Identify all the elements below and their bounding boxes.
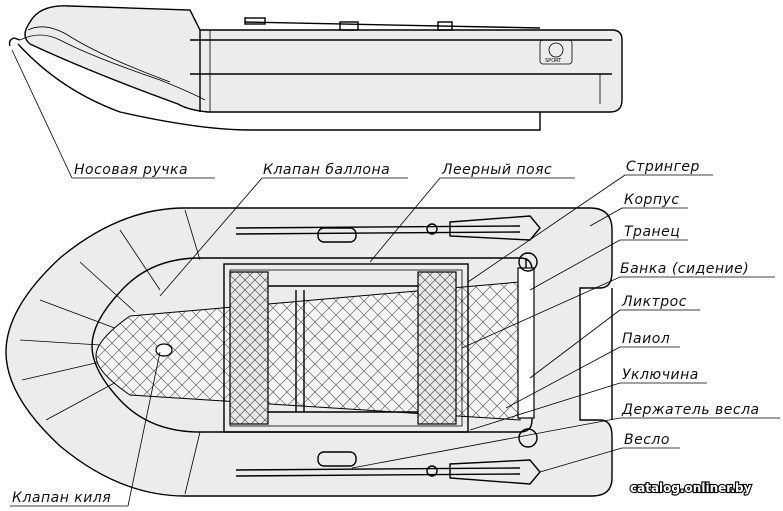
leader-lines <box>10 49 780 507</box>
label-oar: Весло <box>624 432 670 448</box>
label-boltrope: Ликтрос <box>621 294 687 310</box>
label-oarlock: Уключина <box>622 367 699 383</box>
floor-panel <box>95 281 521 421</box>
oar-top <box>235 215 541 241</box>
watermark-text: catalog.onliner.by <box>630 481 752 495</box>
seat-board-right <box>417 271 457 425</box>
watermark: catalog.onliner.by <box>629 480 753 496</box>
brand-logo-icon: SPORT <box>539 39 573 65</box>
label-oar-holder: Держатель весла <box>621 402 760 418</box>
label-seat: Банка (сидение) <box>620 261 749 277</box>
label-balloon-valve: Клапан баллона <box>263 162 390 178</box>
label-floor: Паиол <box>622 331 670 347</box>
label-nose-handle: Носовая ручка <box>74 162 188 178</box>
svg-text:SPORT: SPORT <box>545 58 562 64</box>
side-tube <box>24 5 623 113</box>
keel-valve-icon <box>155 343 173 357</box>
seat-board-left <box>229 271 269 425</box>
seat-frame <box>223 263 469 433</box>
label-transom: Транец <box>624 224 680 240</box>
label-hull: Корпус <box>624 192 680 208</box>
transom <box>517 267 535 419</box>
top-view <box>5 207 613 497</box>
side-view: SPORT <box>8 5 623 131</box>
label-safety-line: Леерный пояс <box>441 162 552 178</box>
label-keel-valve: Клапан киля <box>12 490 111 506</box>
label-stringer: Стрингер <box>626 159 700 175</box>
oar-bottom <box>235 459 541 485</box>
